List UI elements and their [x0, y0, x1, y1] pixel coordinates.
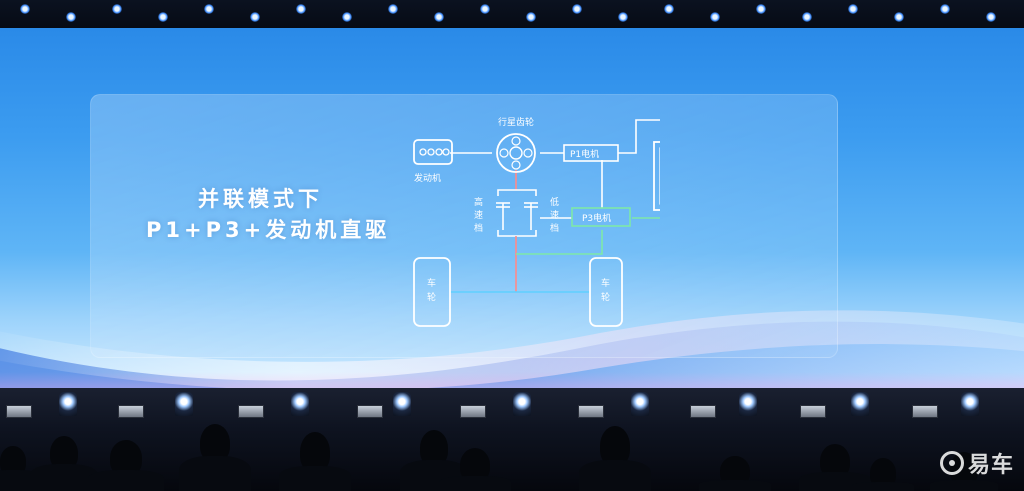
wheel-left-label-1: 车	[427, 277, 436, 289]
ceiling-light	[250, 12, 260, 22]
ceiling-light	[66, 12, 76, 22]
stage-panel-light	[460, 405, 486, 418]
stage-panel-light	[690, 405, 716, 418]
ceiling-light	[480, 4, 490, 14]
audience-head	[300, 432, 330, 472]
gear-box-bottom	[497, 230, 537, 237]
high-gear-label-2: 速	[474, 210, 483, 221]
audience-shoulders	[851, 482, 915, 491]
stage-panel-light	[118, 405, 144, 418]
ceiling-light	[388, 4, 398, 14]
wheel-right-label-2: 轮	[601, 291, 610, 303]
ceiling-light	[618, 12, 628, 22]
stage-panel-light	[578, 405, 604, 418]
wheel-left-label-2: 轮	[427, 291, 436, 303]
audience-shoulders	[30, 464, 98, 491]
moving-head-light	[739, 392, 757, 416]
moving-head-light	[393, 392, 411, 416]
ceiling-light	[526, 12, 536, 22]
ceiling-light	[894, 12, 904, 22]
moving-head-light	[175, 392, 193, 416]
ceiling-light	[112, 4, 122, 14]
ceiling-light	[710, 12, 720, 22]
high-gear-label-3: 档	[474, 222, 483, 234]
powertrain-diagram: 发动机 行星齿轮 P1电机 电 池 P3电机 高 速 档 低 速 档	[413, 116, 660, 327]
watermark-text: 易车	[967, 453, 1014, 478]
audience-shoulders	[930, 480, 998, 491]
moving-head-light	[631, 392, 649, 416]
ceiling-light	[434, 12, 444, 22]
audience-shoulders	[279, 466, 351, 491]
moving-head-light	[291, 392, 309, 416]
p3-motor-box	[571, 207, 631, 227]
logo-icon	[939, 451, 964, 475]
ceiling-light	[664, 4, 674, 14]
stage-panel-light	[357, 405, 383, 418]
p3-down-link	[516, 230, 603, 255]
moving-head-light	[851, 392, 869, 416]
ceiling-light-truss	[0, 0, 1024, 30]
screen-wave-graphic	[0, 310, 1024, 390]
ceiling-light	[204, 4, 214, 14]
ceiling-light	[756, 4, 766, 14]
stage-panel-light	[912, 405, 938, 418]
moving-head-light	[961, 392, 979, 416]
moving-head-light	[513, 392, 531, 416]
gear-box-top	[497, 189, 537, 196]
ceiling-light	[572, 4, 582, 14]
planetary-gear-label: 行星齿轮	[498, 116, 534, 128]
audience-shoulders	[579, 460, 651, 491]
p3-motor-label: P3电机	[582, 212, 611, 224]
moving-head-light	[59, 392, 77, 416]
ceiling-light	[296, 4, 306, 14]
battery-icon	[653, 141, 660, 211]
ceiling-light	[802, 12, 812, 22]
p1-battery-link	[618, 119, 660, 154]
low-gear-label-2: 速	[550, 210, 559, 221]
stage-panel-light	[800, 405, 826, 418]
stage-panel-light	[6, 405, 32, 418]
site-watermark: 易车	[939, 447, 1014, 479]
audience-head	[200, 424, 230, 462]
stage-panel-light	[238, 405, 264, 418]
slide-title-line-1: 并联模式下	[198, 187, 323, 211]
high-gear-label-1: 高	[474, 196, 483, 208]
slide-panel	[90, 94, 838, 358]
wheel-right-label-1: 车	[601, 277, 610, 289]
ceiling-light	[20, 4, 30, 14]
ceiling-light	[986, 12, 996, 22]
audience-shoulders	[439, 476, 511, 491]
planetary-gear-icon	[496, 133, 536, 173]
presentation-screen	[0, 28, 1024, 390]
ceiling-light	[848, 4, 858, 14]
slide-title-line-2: P1+P3+发动机直驱	[146, 218, 391, 242]
p1-motor-box	[563, 144, 619, 162]
wheel-left	[413, 257, 451, 327]
ceiling-light	[940, 4, 950, 14]
wheel-right	[589, 257, 623, 327]
engine-block	[413, 139, 453, 165]
low-gear-label-1: 低	[550, 196, 559, 208]
audience-shoulders	[87, 470, 165, 491]
p1-motor-label: P1电机	[570, 148, 599, 160]
audience-shoulders	[179, 456, 251, 491]
engine-label: 发动机	[414, 172, 441, 184]
ceiling-light	[158, 12, 168, 22]
battery-p3-link	[632, 217, 660, 219]
ceiling-light	[342, 12, 352, 22]
audience-shoulders	[699, 480, 771, 491]
audience-head	[600, 426, 630, 466]
low-gear-label-3: 档	[550, 222, 559, 234]
